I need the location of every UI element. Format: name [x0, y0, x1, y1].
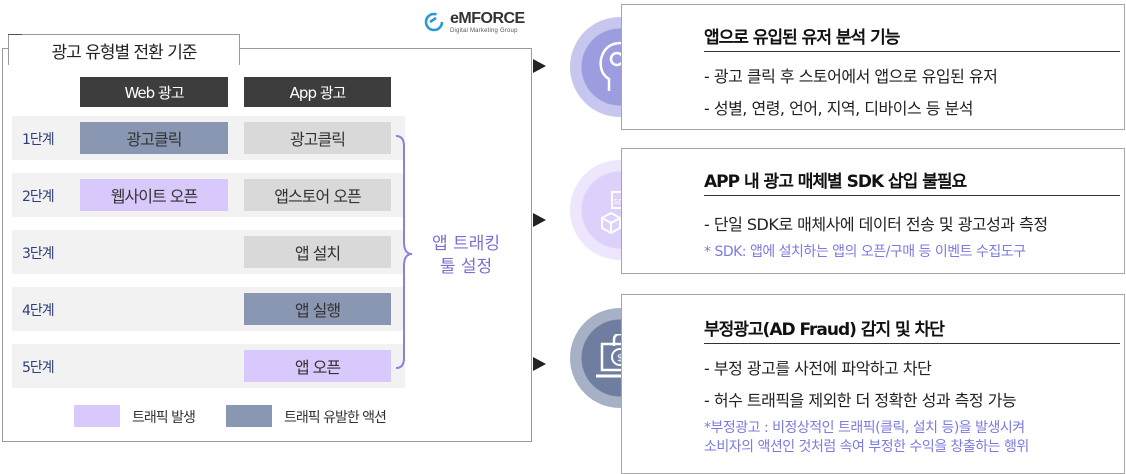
app-tracking-label: 앱 트래킹 툴 설정 — [426, 233, 506, 279]
logo-subtext: Digital Marketing Group — [450, 28, 518, 34]
divider — [704, 51, 1120, 52]
stage-label: 1단계 — [22, 132, 55, 148]
feature-panel-user-analysis: 앱으로 유입된 유저 분석 기능 - 광고 클릭 후 스토어에서 앱으로 유입된… — [621, 4, 1125, 130]
app-ad-column-header: App 광고 — [244, 77, 391, 107]
stage-label: 3단계 — [22, 246, 55, 262]
divider — [704, 195, 1120, 196]
bracket-icon — [395, 135, 413, 369]
app-stage-3-cell: 앱 설치 — [244, 236, 391, 268]
arrow-right-icon — [533, 213, 546, 227]
app-stage-2-cell: 앱스토어 오픈 — [244, 179, 391, 211]
legend-label-traffic: 트래픽 발생 — [132, 410, 196, 426]
feature-panel-ad-fraud: 부정광고(AD Fraud) 감지 및 차단 - 부정 광고를 사전에 파악하고… — [621, 294, 1125, 474]
web-ad-column-header: Web 광고 — [80, 77, 228, 107]
brace-text-line: 툴 설정 — [439, 257, 493, 277]
brace-text-line: 앱 트래킹 — [432, 234, 500, 254]
bullet-text: - 단일 SDK로 매체사에 데이터 전송 및 광고성과 측정 — [704, 215, 1048, 234]
stage-label: 5단계 — [22, 360, 55, 376]
app-stage-4-cell: 앱 실행 — [244, 293, 391, 325]
app-stage-5-cell: 앱 오픈 — [244, 350, 391, 382]
arrow-right-icon — [533, 59, 546, 73]
feature-panel-sdk: APP 내 광고 매체별 SDK 삽입 불필요 - 단일 SDK로 매체사에 데… — [621, 148, 1125, 274]
logo-icon — [424, 12, 444, 32]
bullet-text: - 허수 트래픽을 제외한 더 정확한 성과 측정 가능 — [704, 391, 1017, 410]
web-stage-1-cell: 광고클릭 — [80, 122, 228, 154]
web-stage-2-cell: 웹사이트 오픈 — [80, 179, 228, 211]
bullet-text: - 성별, 연령, 언어, 지역, 디바이스 등 분석 — [704, 99, 974, 118]
panel-heading: 앱으로 유입된 유저 분석 기능 — [704, 28, 900, 48]
bullet-text: - 광고 클릭 후 스토어에서 앱으로 유입된 유저 — [704, 67, 998, 86]
stage-label: 4단계 — [22, 303, 55, 319]
panel-title: 광고 유형별 전환 기준 — [8, 34, 240, 65]
footnote: 소비자의 액션인 것처럼 속여 부정한 수익을 창출하는 행위 — [704, 439, 1029, 455]
legend-swatch-traffic — [74, 405, 120, 427]
app-stage-1-cell: 광고클릭 — [244, 122, 391, 154]
bullet-text: - 부정 광고를 사전에 파악하고 차단 — [704, 359, 932, 378]
stage-label: 2단계 — [22, 189, 55, 205]
legend-label-action: 트래픽 유발한 액션 — [284, 410, 387, 426]
panel-heading: APP 내 광고 매체별 SDK 삽입 불필요 — [704, 172, 967, 192]
emforce-logo: eMFORCE Digital Marketing Group — [424, 10, 534, 40]
footnote: *부정광고 : 비정상적인 트래픽(클릭, 설치 등)을 발생시켜 — [704, 420, 1025, 436]
panel-heading: 부정광고(AD Fraud) 감지 및 차단 — [704, 320, 945, 340]
logo-text: eMFORCE — [450, 10, 525, 27]
svg-text:$: $ — [617, 353, 623, 364]
legend-swatch-action — [226, 405, 272, 427]
arrow-right-icon — [533, 357, 546, 371]
divider — [704, 343, 1120, 344]
footnote: * SDK: 앱에 설치하는 앱의 오픈/구매 등 이벤트 수집도구 — [704, 244, 1026, 260]
